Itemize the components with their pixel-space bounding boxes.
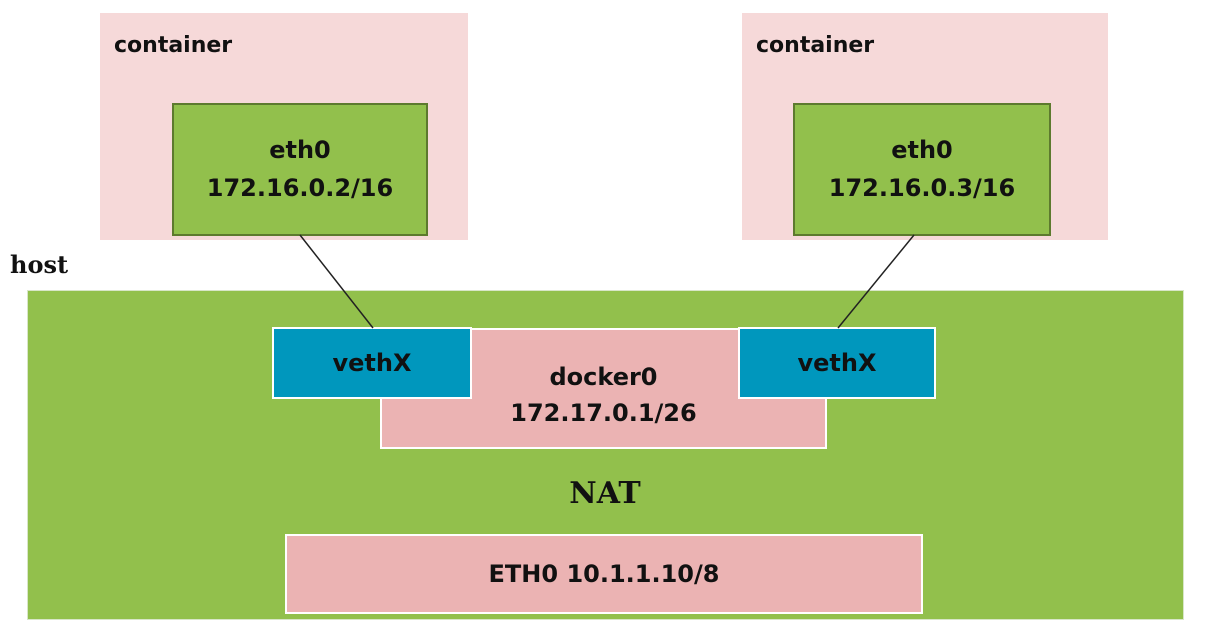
container-left-label: container: [114, 33, 233, 58]
docker0-name: docker0: [549, 363, 658, 391]
veth-right: vethX: [738, 327, 936, 399]
container-right-eth0-name: eth0: [891, 136, 953, 165]
host-eth0-label: ETH0 10.1.1.10/8: [488, 560, 720, 588]
container-left: container eth0 172.16.0.2/16: [100, 13, 468, 240]
container-right-eth0: eth0 172.16.0.3/16: [793, 103, 1051, 236]
container-right-eth0-ip: 172.16.0.3/16: [828, 173, 1016, 202]
container-left-eth0-ip: 172.16.0.2/16: [206, 173, 394, 202]
docker0-ip: 172.17.0.1/26: [510, 399, 697, 427]
link-left: [299, 234, 374, 329]
link-right: [837, 234, 915, 329]
host-eth0: ETH0 10.1.1.10/8: [285, 534, 923, 614]
container-right-label: container: [756, 33, 875, 58]
container-right: container eth0 172.16.0.3/16: [742, 13, 1108, 240]
veth-right-label: vethX: [797, 349, 877, 377]
veth-left: vethX: [272, 327, 472, 399]
container-left-eth0: eth0 172.16.0.2/16: [172, 103, 428, 236]
nat-label: NAT: [569, 476, 641, 511]
veth-left-label: vethX: [332, 349, 412, 377]
host-label: host: [10, 250, 69, 279]
container-left-eth0-name: eth0: [269, 136, 331, 165]
